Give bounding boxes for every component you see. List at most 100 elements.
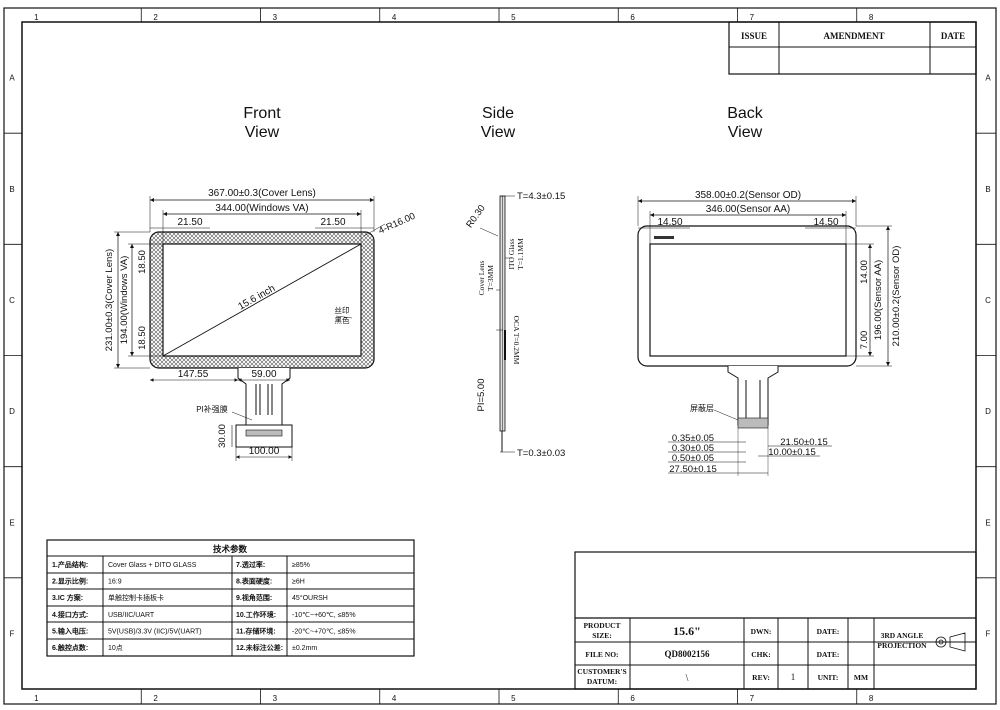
- front-top-margin: 18.50: [137, 250, 148, 274]
- title-block: [574, 551, 977, 690]
- date-label-2: DATE:: [817, 650, 840, 659]
- front-cover-height: 231.00±0.3(Cover Lens): [104, 249, 115, 351]
- frame-col-label: 2: [153, 694, 158, 703]
- side-ito-label-2: T=1.1MM: [516, 238, 525, 270]
- back-view-title-2: View: [728, 124, 763, 141]
- file-no-label: FILE NO:: [585, 650, 618, 659]
- side-view-title-2: View: [481, 124, 516, 141]
- back-margin-left: 14.50: [657, 217, 682, 228]
- frame-col-label: 7: [750, 13, 755, 22]
- back-pin-dim-3: 0.50±0.05: [672, 453, 714, 464]
- frame-col-label: 7: [750, 694, 755, 703]
- spec-cell: 16:9: [108, 579, 122, 586]
- front-margin-left: 21.50: [177, 217, 202, 228]
- product-size-value: 15.6": [673, 624, 701, 638]
- side-thickness: T=4.3±0.15: [517, 191, 565, 202]
- side-radius: R0.30: [464, 203, 488, 230]
- frame-row-label: B: [9, 185, 14, 194]
- spec-cell: ≥6H: [292, 579, 305, 586]
- back-view-title-1: Back: [727, 105, 764, 122]
- spec-cell: 10.工作环境:: [236, 610, 276, 619]
- spec-table: [46, 539, 415, 657]
- spec-cell: Cover Glass + DITO GLASS: [108, 562, 197, 569]
- spec-cell: 5V(USB)/3.3V (IIC)/5V(UART): [108, 628, 202, 635]
- amendment-header: AMENDMENT: [824, 31, 885, 41]
- customer-value: \: [686, 673, 689, 684]
- frame-col-label: 6: [630, 694, 635, 703]
- back-pin-right-2: 10.00±0.15: [768, 447, 815, 458]
- spec-table-title: 技术参数: [213, 544, 248, 554]
- frame-col-label: 3: [273, 13, 278, 22]
- side-view: [479, 195, 515, 453]
- frame-col-label: 8: [869, 13, 874, 22]
- date-label-1: DATE:: [817, 627, 840, 636]
- projection-label-2: PROJECTION: [877, 641, 927, 650]
- spec-cell: ≥85%: [292, 562, 310, 569]
- side-fpc-thickness: T=0.3±0.03: [517, 448, 565, 459]
- back-sensor-aa: [649, 243, 847, 357]
- rev-value: 1: [791, 672, 796, 682]
- spec-cell: 单触控制卡插板卡: [108, 593, 164, 602]
- frame-col-label: 1: [34, 694, 39, 703]
- side-view-title-1: Side: [482, 105, 514, 122]
- file-no-value: QD8002156: [665, 649, 711, 659]
- back-top-margin: 14.00: [859, 260, 870, 284]
- frame-row-label: A: [985, 74, 991, 83]
- frame-col-label: 2: [153, 13, 158, 22]
- back-margin-right: 14.50: [813, 217, 838, 228]
- spec-cell: 6.触控点数:: [52, 643, 88, 652]
- projection-icon: [932, 632, 968, 652]
- frame-col-label: 4: [392, 13, 397, 22]
- front-bottom-margin: 18.50: [137, 326, 148, 350]
- front-silk-label-1: 丝印: [335, 305, 350, 315]
- back-pin-dim-2: 0.30±0.05: [672, 443, 714, 454]
- date-header: DATE: [941, 31, 965, 41]
- frame-col-label: 5: [511, 13, 516, 22]
- chk-label: CHK:: [751, 650, 771, 659]
- front-tail-height: 30.00: [217, 424, 228, 448]
- customer-label-2: DATUM:: [587, 677, 617, 686]
- spec-cell: 7.透过率:: [236, 560, 265, 569]
- frame-row-label: E: [985, 518, 990, 527]
- front-margin-right: 21.50: [320, 217, 345, 228]
- issue-header: ISSUE: [741, 31, 767, 41]
- rev-label: REV:: [752, 673, 770, 682]
- front-tail-width: 100.00: [249, 446, 280, 457]
- front-diagonal: [162, 243, 362, 357]
- front-va-width: 344.00(Windows VA): [215, 203, 308, 214]
- spec-cell: 4.接口方式:: [52, 610, 88, 619]
- spec-cell: ±0.2mm: [292, 645, 317, 652]
- revision-block: ISSUE AMENDMENT DATE: [728, 21, 977, 75]
- product-size-label-2: SIZE:: [592, 631, 612, 640]
- frame-row-label: F: [986, 629, 991, 638]
- frame-row-label: E: [9, 518, 14, 527]
- back-od-width: 358.00±0.2(Sensor OD): [695, 190, 801, 201]
- frame-col-label: 6: [630, 13, 635, 22]
- frame-row-label: C: [9, 296, 15, 305]
- back-stiff-label: 屏蔽层: [690, 403, 714, 413]
- side-pi-label: PI=5.00: [476, 378, 487, 411]
- front-corner-radius: 4-R16.00: [377, 211, 417, 237]
- product-size-label-1: PRODUCT: [583, 621, 620, 630]
- spec-cell: 3.IC 方案:: [52, 593, 83, 602]
- back-pin-dim-4: 27.50±0.15: [669, 464, 716, 475]
- front-fpc-width: 59.00: [251, 369, 276, 380]
- spec-cell: 9.视角范围:: [236, 593, 272, 602]
- front-view: [114, 196, 386, 461]
- outer-frame: [3, 7, 997, 705]
- front-view-title-2: View: [245, 124, 280, 141]
- back-sensor-od: [637, 225, 857, 367]
- front-pi-label: PI补强膜: [196, 404, 228, 414]
- spec-cell: 2.显示比例:: [52, 577, 88, 586]
- side-cover-label-1: Cover Lens: [477, 261, 486, 296]
- spec-cell: 8.表面硬度:: [236, 577, 272, 586]
- frame-row-label: D: [9, 407, 15, 416]
- back-pin-right-1: 21.50±0.15: [780, 437, 827, 448]
- front-view-title-1: Front: [243, 105, 281, 122]
- projection-label-1: 3RD ANGLE: [881, 631, 924, 640]
- side-ito-label-1: ITO Glass: [507, 238, 516, 269]
- back-pin-dim-1: 0.35±0.05: [672, 433, 714, 444]
- front-cover-width: 367.00±0.3(Cover Lens): [208, 188, 316, 199]
- frame-col-label: 1: [34, 13, 39, 22]
